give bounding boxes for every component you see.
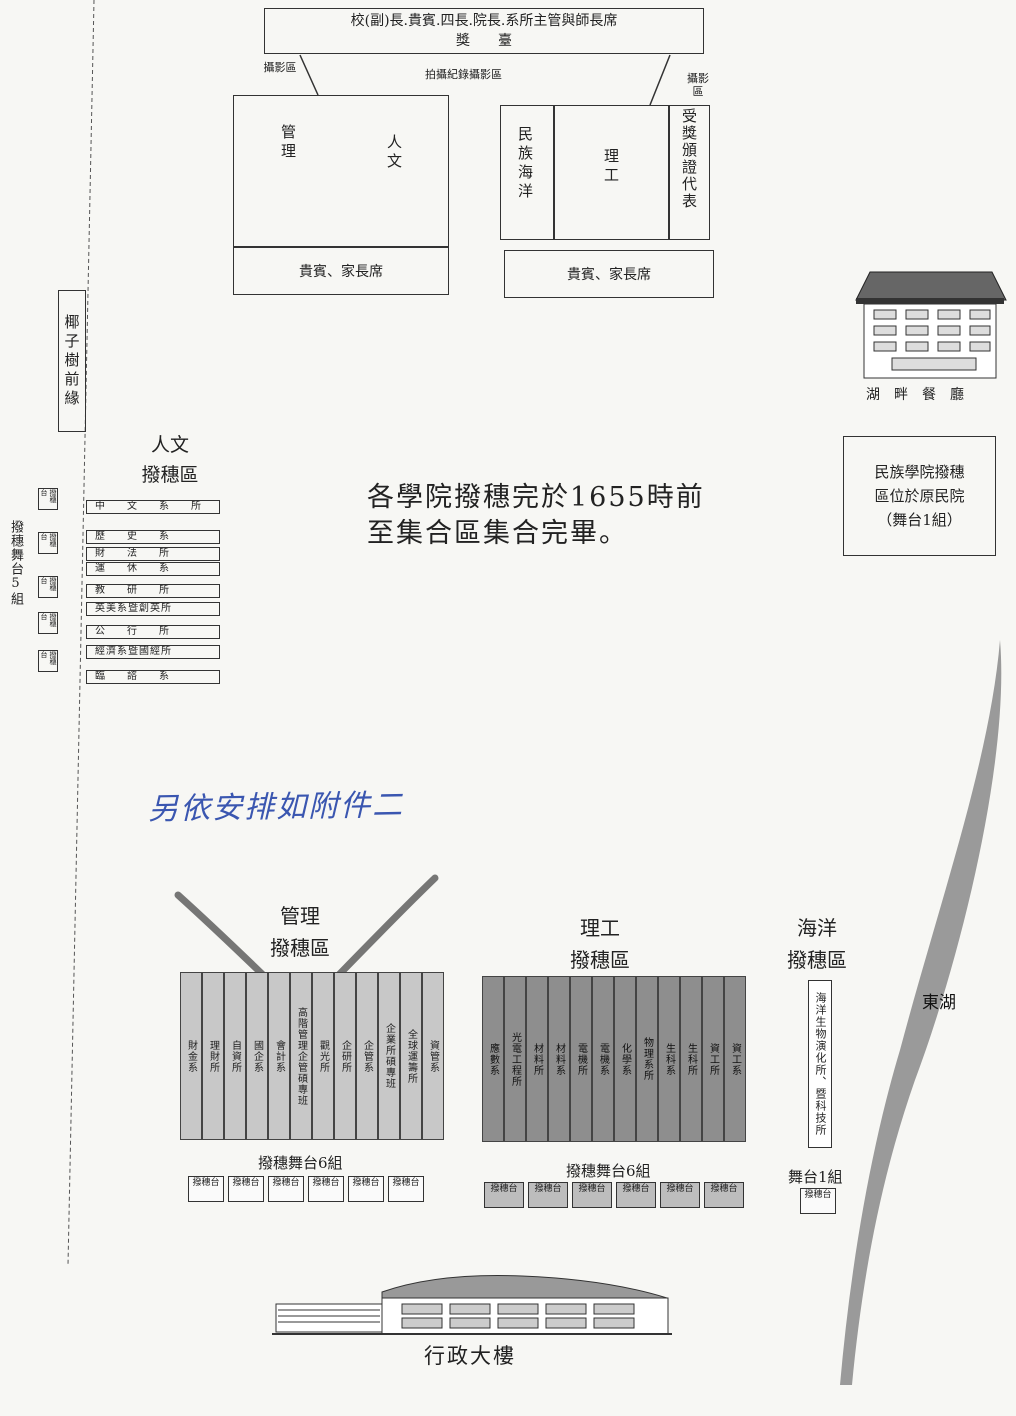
eng-stage-group: 撥穗舞台6組 [566, 1162, 651, 1180]
award-stage: 校(副)長.貴賓.四長.院長.系所主管與師長席 獎 臺 [264, 8, 704, 54]
ocean-stage-group: 舞台1組 [788, 1168, 843, 1186]
main-notice-line1: 各學院撥穗完於1655時前 [367, 482, 705, 513]
eng-dept-column: 應數系 [482, 976, 504, 1142]
mgmt-zone-title-line2: 撥穗區 [270, 936, 330, 960]
award-stage-line1: 校(副)長.貴賓.四長.院長.系所主管與師長席 [350, 13, 618, 29]
mgmt-dept-column: 財金系 [180, 972, 202, 1140]
palm-tree-edge: 椰子樹前緣 [58, 290, 86, 432]
mgmt-zone-title: 管理 撥穗區 [240, 900, 360, 964]
award-stage-line2: 獎 臺 [456, 33, 512, 49]
hum-dept-row: 財 法 所 [86, 547, 220, 561]
ocean-zone-title: 海洋 撥穗區 [772, 912, 862, 976]
mgmt-dept-column: 自資所 [224, 972, 246, 1140]
mgmt-dept-column: 全球運籌所 [400, 972, 422, 1140]
ocean-zone-title-line1: 海洋 [797, 916, 837, 940]
mgmt-stage: 撥穗台 [228, 1176, 264, 1202]
east-lake-label: 東湖 [922, 993, 956, 1013]
mgmt-dept-column: 高階管理企管碩專班 [290, 972, 312, 1140]
hum-zone-title: 人文 撥穗區 [120, 430, 220, 490]
hum-stage-3: 撥穗台 [38, 576, 58, 598]
ocean-zone-title-line2: 撥穗區 [787, 948, 847, 972]
eng-zone-title: 理工 撥穗區 [540, 912, 660, 976]
hum-zone-title-line2: 撥穗區 [141, 464, 199, 486]
award-rep-label: 受獎頒證代表 [680, 108, 698, 210]
eng-seat-label: 理工 [602, 148, 620, 186]
hum-stage-1: 撥穗台 [38, 488, 58, 510]
hum-dept-row: 公 行 所 [86, 625, 220, 639]
eng-zone-title-line1: 理工 [580, 916, 620, 940]
mgmt-stage: 撥穗台 [188, 1176, 224, 1202]
nation-note-line3: （舞台1組） [877, 511, 962, 529]
photo-area-right: 攝影區 [687, 72, 709, 98]
hum-zone-title-line1: 人文 [150, 434, 189, 456]
hum-stage-4: 撥穗台 [38, 612, 58, 634]
vip-seating-right: 貴賓、家長席 [504, 250, 714, 298]
hum-dept-row: 中 文 系 所 [86, 500, 220, 514]
eng-stage: 撥穗台 [616, 1182, 656, 1208]
admin-building [272, 1270, 672, 1340]
hum-dept-row: 教 研 所 [86, 584, 220, 598]
admin-building-label: 行政大樓 [424, 1344, 516, 1368]
main-notice: 各學院撥穗完於1655時前 至集合區集合完畢。 [367, 480, 705, 552]
hum-dept-row: 歷 史 系 [86, 530, 220, 544]
eng-stage: 撥穗台 [528, 1182, 568, 1208]
hum-stage-group: 撥穗舞台5組 [8, 520, 23, 606]
eng-dept-column: 電機所 [570, 976, 592, 1142]
handwritten-note: 另依安排如附件二 [147, 787, 405, 828]
hum-dept-row: 英美系暨創英所 [86, 602, 220, 616]
eng-stage: 撥穗台 [484, 1182, 524, 1208]
mgmt-dept-column: 會計系 [268, 972, 290, 1140]
nation-ocean-seat-label: 民族海洋 [516, 126, 534, 202]
eng-dept-column: 材料所 [526, 976, 548, 1142]
mgmt-stage: 撥穗台 [268, 1176, 304, 1202]
restaurant-label: 湖 畔 餐 廳 [866, 387, 964, 403]
hum-stage-2: 撥穗台 [38, 532, 58, 554]
eng-dept-column: 電機系 [592, 976, 614, 1142]
photo-area-left: 攝影區 [263, 61, 297, 74]
eng-dept-column: 資工所 [702, 976, 724, 1142]
hum-dept-row: 臨 諮 系 [86, 670, 220, 684]
eng-stage: 撥穗台 [660, 1182, 700, 1208]
mgmt-stage: 撥穗台 [308, 1176, 344, 1202]
seating-block-left: 管理 人文 [233, 95, 449, 247]
mgmt-dept-column: 企業所碩專班 [378, 972, 400, 1140]
eng-dept-column: 化學系 [614, 976, 636, 1142]
hum-stage-5: 撥穗台 [38, 650, 58, 672]
nation-note-line1: 民族學院撥穗 [874, 463, 965, 481]
eng-dept-column: 光電工程所 [504, 976, 526, 1142]
mgmt-stage: 撥穗台 [348, 1176, 384, 1202]
mgmt-dept-column: 企研所 [334, 972, 356, 1140]
eng-dept-column: 物理系所 [636, 976, 658, 1142]
photo-area-center: 拍攝紀錄攝影區 [425, 68, 502, 81]
seating-block-right: 民族海洋 理工 受獎頒證代表 [500, 105, 710, 240]
mgmt-stage: 撥穗台 [388, 1176, 424, 1202]
eng-stage: 撥穗台 [704, 1182, 744, 1208]
mgmt-dept-column: 理財所 [202, 972, 224, 1140]
restaurant-building [852, 262, 1008, 382]
eng-dept-column: 材料系 [548, 976, 570, 1142]
eng-dept-column: 生科系 [658, 976, 680, 1142]
mgmt-dept-column: 觀光所 [312, 972, 334, 1140]
mgmt-zone-title-line1: 管理 [280, 904, 320, 928]
mgmt-dept-column: 資管系 [422, 972, 444, 1140]
mgmt-dept-column: 國企系 [246, 972, 268, 1140]
mgmt-dept-column: 企管系 [356, 972, 378, 1140]
hum-seat-label: 人文 [385, 134, 403, 172]
hum-dept-row: 經濟系暨國經所 [86, 645, 220, 659]
ocean-dept-column: 海洋生物演化所、暨科技所 [808, 980, 832, 1148]
ocean-stage: 撥穗台 [800, 1188, 836, 1214]
nation-note-box: 民族學院撥穗 區位於原民院 （舞台1組） [843, 436, 996, 556]
mgmt-stage-group: 撥穗舞台6組 [258, 1154, 343, 1172]
nation-note-line2: 區位於原民院 [874, 487, 965, 505]
main-notice-line2: 至集合區集合完畢。 [367, 518, 628, 549]
eng-stage: 撥穗台 [572, 1182, 612, 1208]
eng-zone-title-line2: 撥穗區 [570, 948, 630, 972]
mgmt-seat-label: 管理 [279, 124, 297, 162]
vip-seating-left: 貴賓、家長席 [233, 247, 449, 295]
eng-dept-column: 資工系 [724, 976, 746, 1142]
eng-dept-column: 生科所 [680, 976, 702, 1142]
hum-dept-row: 運 休 系 [86, 562, 220, 576]
